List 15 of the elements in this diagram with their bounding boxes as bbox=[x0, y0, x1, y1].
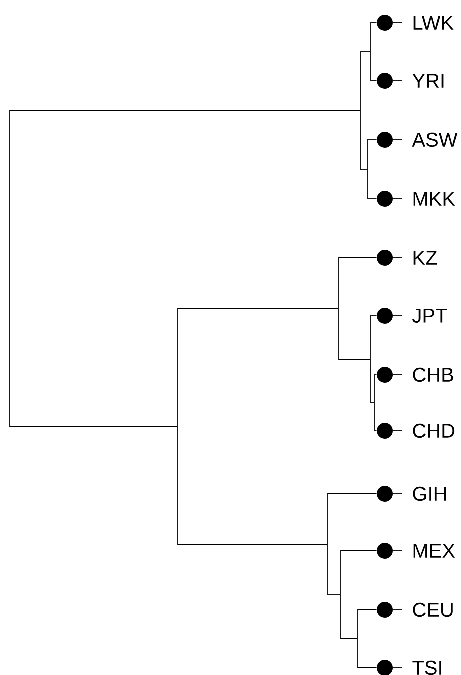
tree-branch bbox=[374, 430, 378, 432]
tree-branch bbox=[370, 402, 375, 404]
tree-branch bbox=[10, 110, 361, 112]
tree-branch bbox=[338, 359, 371, 360]
tree-branch bbox=[340, 638, 358, 640]
tree-branch bbox=[374, 374, 378, 376]
tree-branch bbox=[360, 169, 368, 170]
tree-branch bbox=[10, 426, 178, 428]
tree-branch bbox=[340, 550, 378, 552]
tree-branch bbox=[370, 80, 378, 82]
tree-branch bbox=[368, 198, 378, 200]
tree-branch bbox=[370, 22, 378, 24]
tree-branch bbox=[178, 544, 328, 545]
tree-branch bbox=[178, 308, 339, 310]
tree-branch bbox=[328, 594, 341, 596]
